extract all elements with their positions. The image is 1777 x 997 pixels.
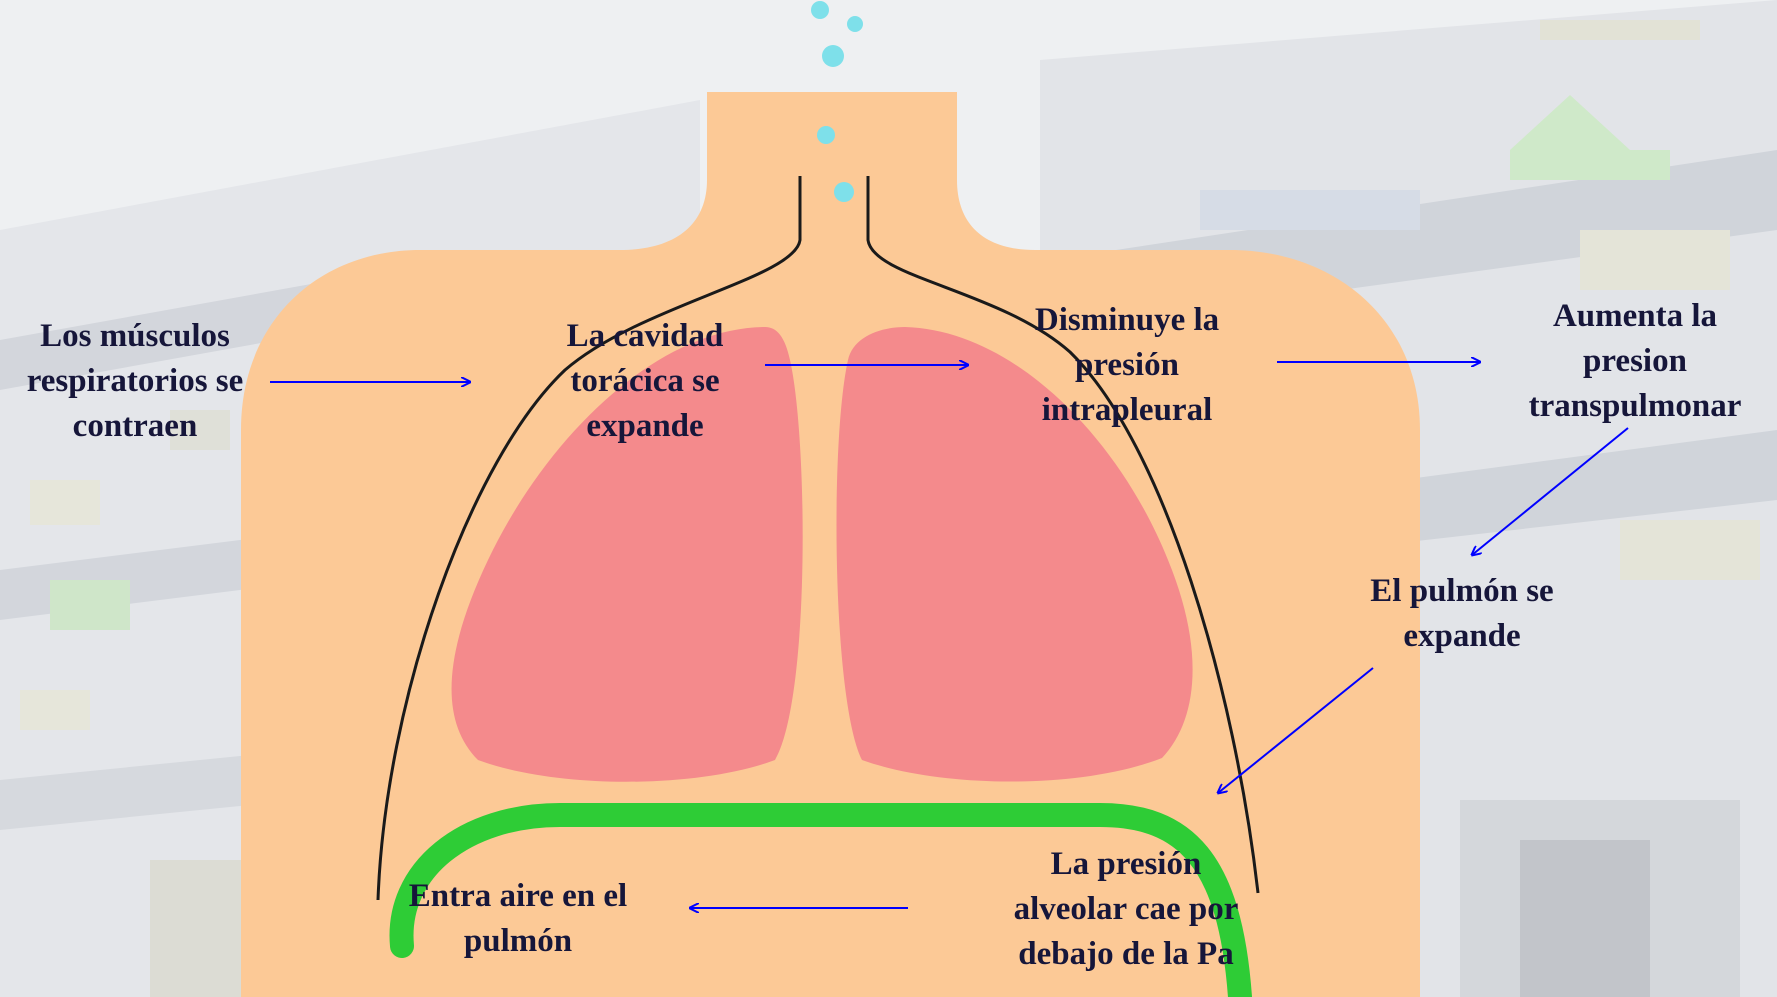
label-transpulmonary-pressure-increases: Aumenta la presion transpulmonar (1500, 294, 1770, 429)
label-thoracic-cavity-expands: La cavidad torácica se expande (515, 314, 775, 449)
label-muscles-contract: Los músculos respiratorios se contraen (0, 314, 270, 449)
label-alveolar-pressure-drops: La presión alveolar cae por debajo de la… (975, 842, 1277, 977)
label-lung-expands: El pulmón se expande (1330, 569, 1594, 659)
label-intrapleural-pressure-decreases: Disminuye la presión intrapleural (1000, 298, 1254, 433)
label-air-enters-lung: Entra aire en el pulmón (380, 874, 656, 964)
